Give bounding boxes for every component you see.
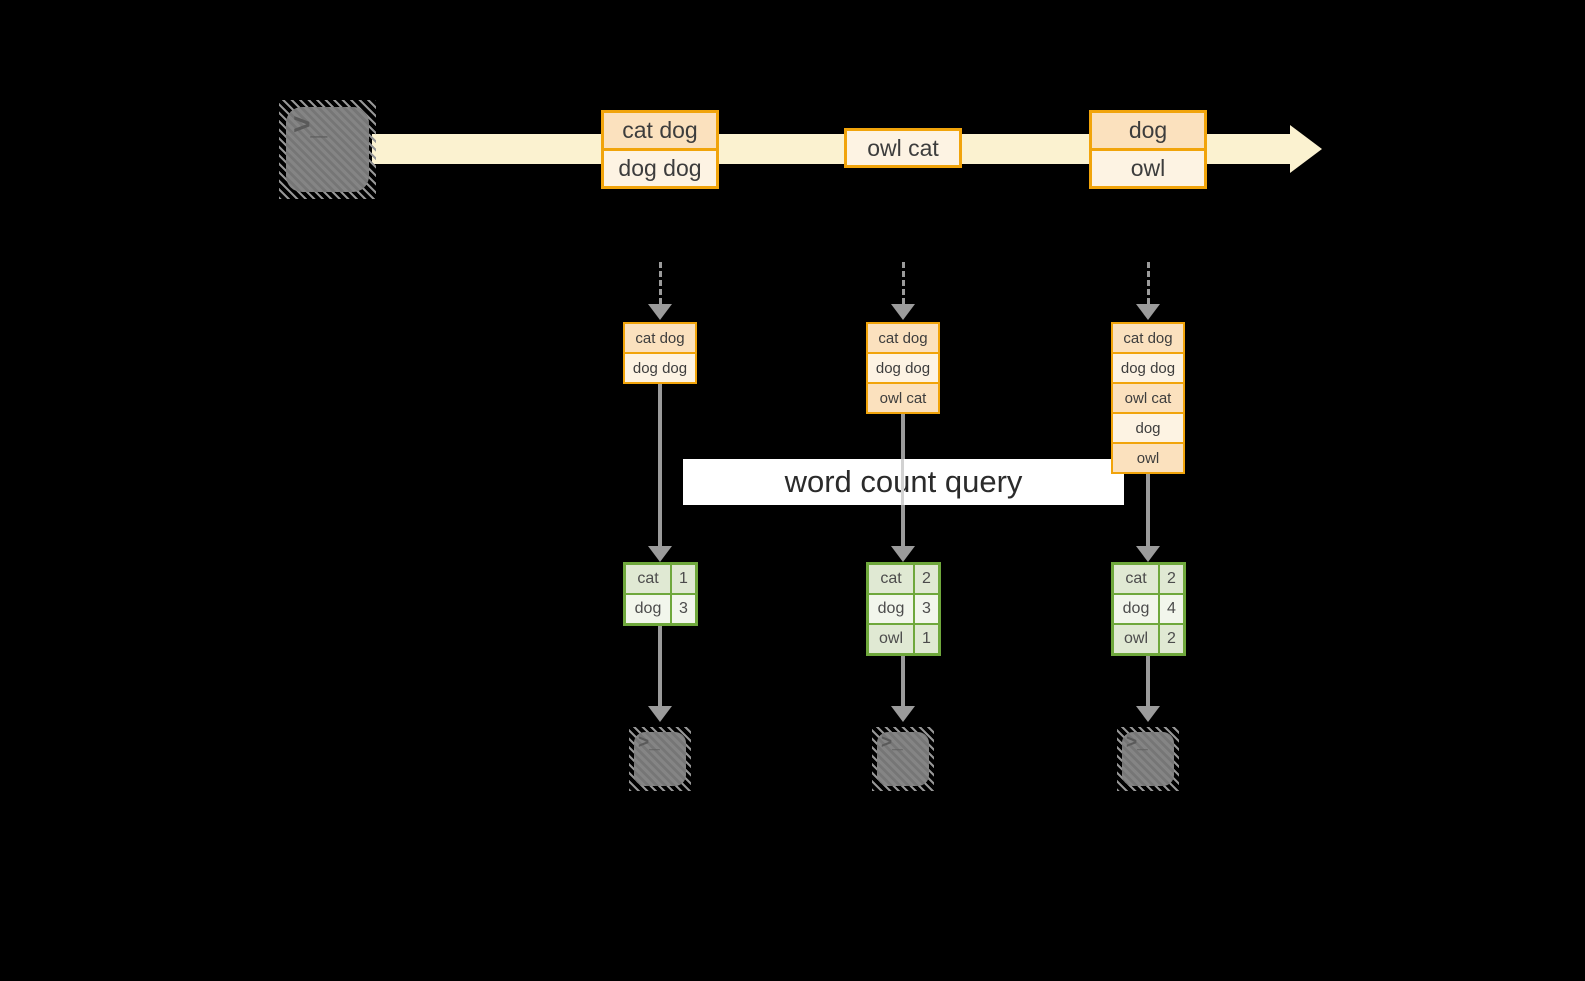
stream-message-row: cat dog [604, 113, 716, 148]
terminal-screen [634, 732, 686, 786]
terminal-screen [1122, 732, 1174, 786]
stream-message-row: dog [1092, 113, 1204, 148]
word-cell: owl [1114, 625, 1158, 653]
flow-arrow [1136, 656, 1160, 722]
buffered-message-row: dog [1113, 412, 1183, 442]
consumer-terminal-icon: >_ [1117, 727, 1179, 791]
dashed-flow-arrow [648, 262, 672, 320]
buffered-message-row: dog dog [868, 352, 938, 382]
query-label-box: word count query [683, 459, 1124, 505]
arrow-line [1146, 656, 1150, 706]
arrowhead-icon [891, 546, 915, 562]
arrowhead-icon [648, 546, 672, 562]
count-cell: 2 [1160, 625, 1183, 653]
word-cell: cat [1114, 565, 1158, 593]
word-cell: dog [1114, 595, 1158, 623]
dashed-flow-arrow [891, 262, 915, 320]
consumer-terminal-icon: >_ [629, 727, 691, 791]
stream-message-row: owl cat [847, 131, 959, 165]
count-cell: 3 [915, 595, 938, 623]
stream-message-box: owl cat [844, 128, 962, 168]
count-cell: 3 [672, 595, 695, 623]
buffered-message-row: dog dog [625, 352, 695, 382]
word-cell: owl [869, 625, 913, 653]
flow-arrow [648, 384, 672, 562]
buffered-message-row: cat dog [1113, 324, 1183, 352]
count-cell: 4 [1160, 595, 1183, 623]
buffered-message-row: cat dog [868, 324, 938, 352]
flow-arrow [891, 656, 915, 722]
arrowhead-icon [648, 304, 672, 320]
word-cell: cat [869, 565, 913, 593]
terminal-prompt-icon: >_ [881, 732, 903, 753]
buffered-message-row: dog dog [1113, 352, 1183, 382]
arrowhead-icon [891, 304, 915, 320]
arrowhead-icon [891, 706, 915, 722]
count-cell: 1 [915, 625, 938, 653]
word-cell: cat [626, 565, 670, 593]
count-cell: 2 [915, 565, 938, 593]
word-cell: dog [869, 595, 913, 623]
dashed-arrow-line [901, 262, 905, 304]
terminal-screen [877, 732, 929, 786]
terminal-prompt-icon: >_ [1126, 732, 1148, 753]
stream-message-row: dog dog [604, 148, 716, 186]
dashed-arrow-line [1146, 262, 1150, 304]
arrow-line [658, 626, 662, 706]
flow-arrow [648, 626, 672, 722]
buffered-message-row: cat dog [625, 324, 695, 352]
producer-terminal-icon: >_ [279, 100, 376, 199]
dashed-flow-arrow [1136, 262, 1160, 320]
consumer-terminal-icon: >_ [872, 727, 934, 791]
buffered-message-row: owl [1113, 442, 1183, 472]
count-cell: 2 [1160, 565, 1183, 593]
terminal-prompt-icon: >_ [293, 108, 328, 141]
flow-arrow [1136, 474, 1160, 562]
stream-message-row: owl [1092, 148, 1204, 186]
terminal-screen [286, 107, 369, 192]
buffered-message-row: owl cat [868, 382, 938, 412]
arrow-through-label [901, 459, 904, 505]
arrowhead-icon [1136, 304, 1160, 320]
word-cell: dog [626, 595, 670, 623]
dashed-arrow-line [658, 262, 662, 304]
buffered-message-row: owl cat [1113, 382, 1183, 412]
arrowhead-icon [648, 706, 672, 722]
arrow-line [1146, 474, 1150, 546]
count-cell: 1 [672, 565, 695, 593]
arrowhead-icon [1136, 706, 1160, 722]
terminal-prompt-icon: >_ [638, 732, 660, 753]
stream-arrowhead-icon [1290, 125, 1322, 173]
arrow-line [901, 656, 905, 706]
arrow-line [658, 384, 662, 546]
arrowhead-icon [1136, 546, 1160, 562]
